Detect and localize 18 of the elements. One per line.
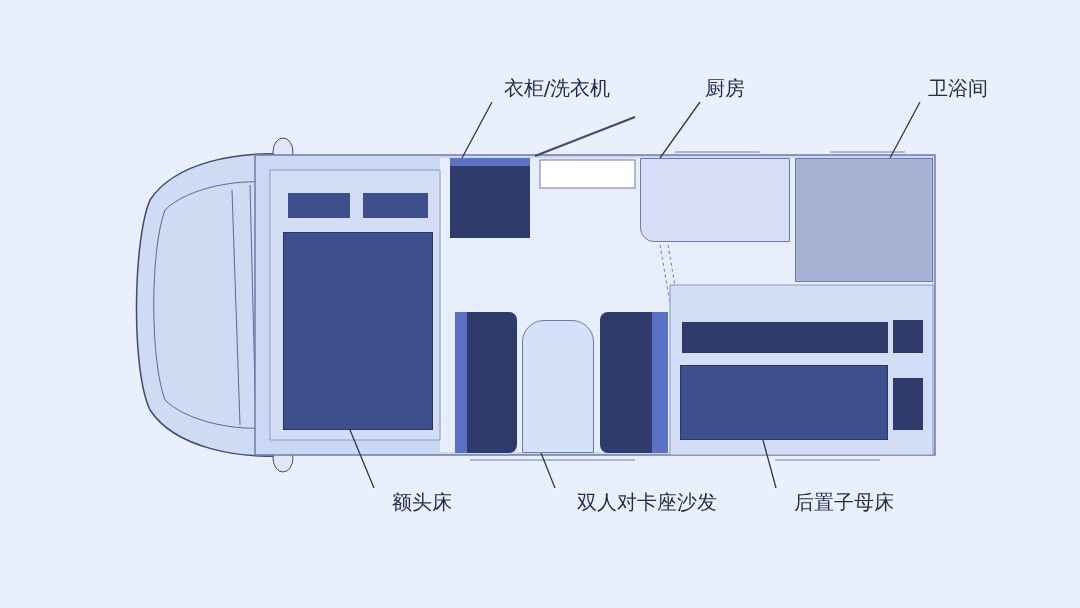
table-block — [522, 320, 594, 453]
wardrobe-block — [450, 158, 530, 238]
leader-line — [762, 439, 777, 489]
rear-bed — [680, 365, 888, 440]
room-label: 额头床 — [392, 492, 452, 512]
front-bed — [283, 232, 433, 430]
kitchen-counter — [640, 158, 790, 242]
leader-line — [461, 101, 493, 159]
room-label: 卫浴间 — [928, 78, 988, 98]
bathroom-area — [795, 158, 933, 282]
leader-line — [659, 101, 701, 159]
room-label: 厨房 — [705, 78, 745, 98]
leader-line — [540, 452, 556, 489]
leader-line — [349, 429, 375, 489]
room-label: 后置子母床 — [794, 492, 894, 512]
leader-line — [889, 101, 921, 159]
room-label: 衣柜/洗衣机 — [503, 78, 611, 98]
room-label: 双人对卡座沙发 — [577, 492, 717, 512]
